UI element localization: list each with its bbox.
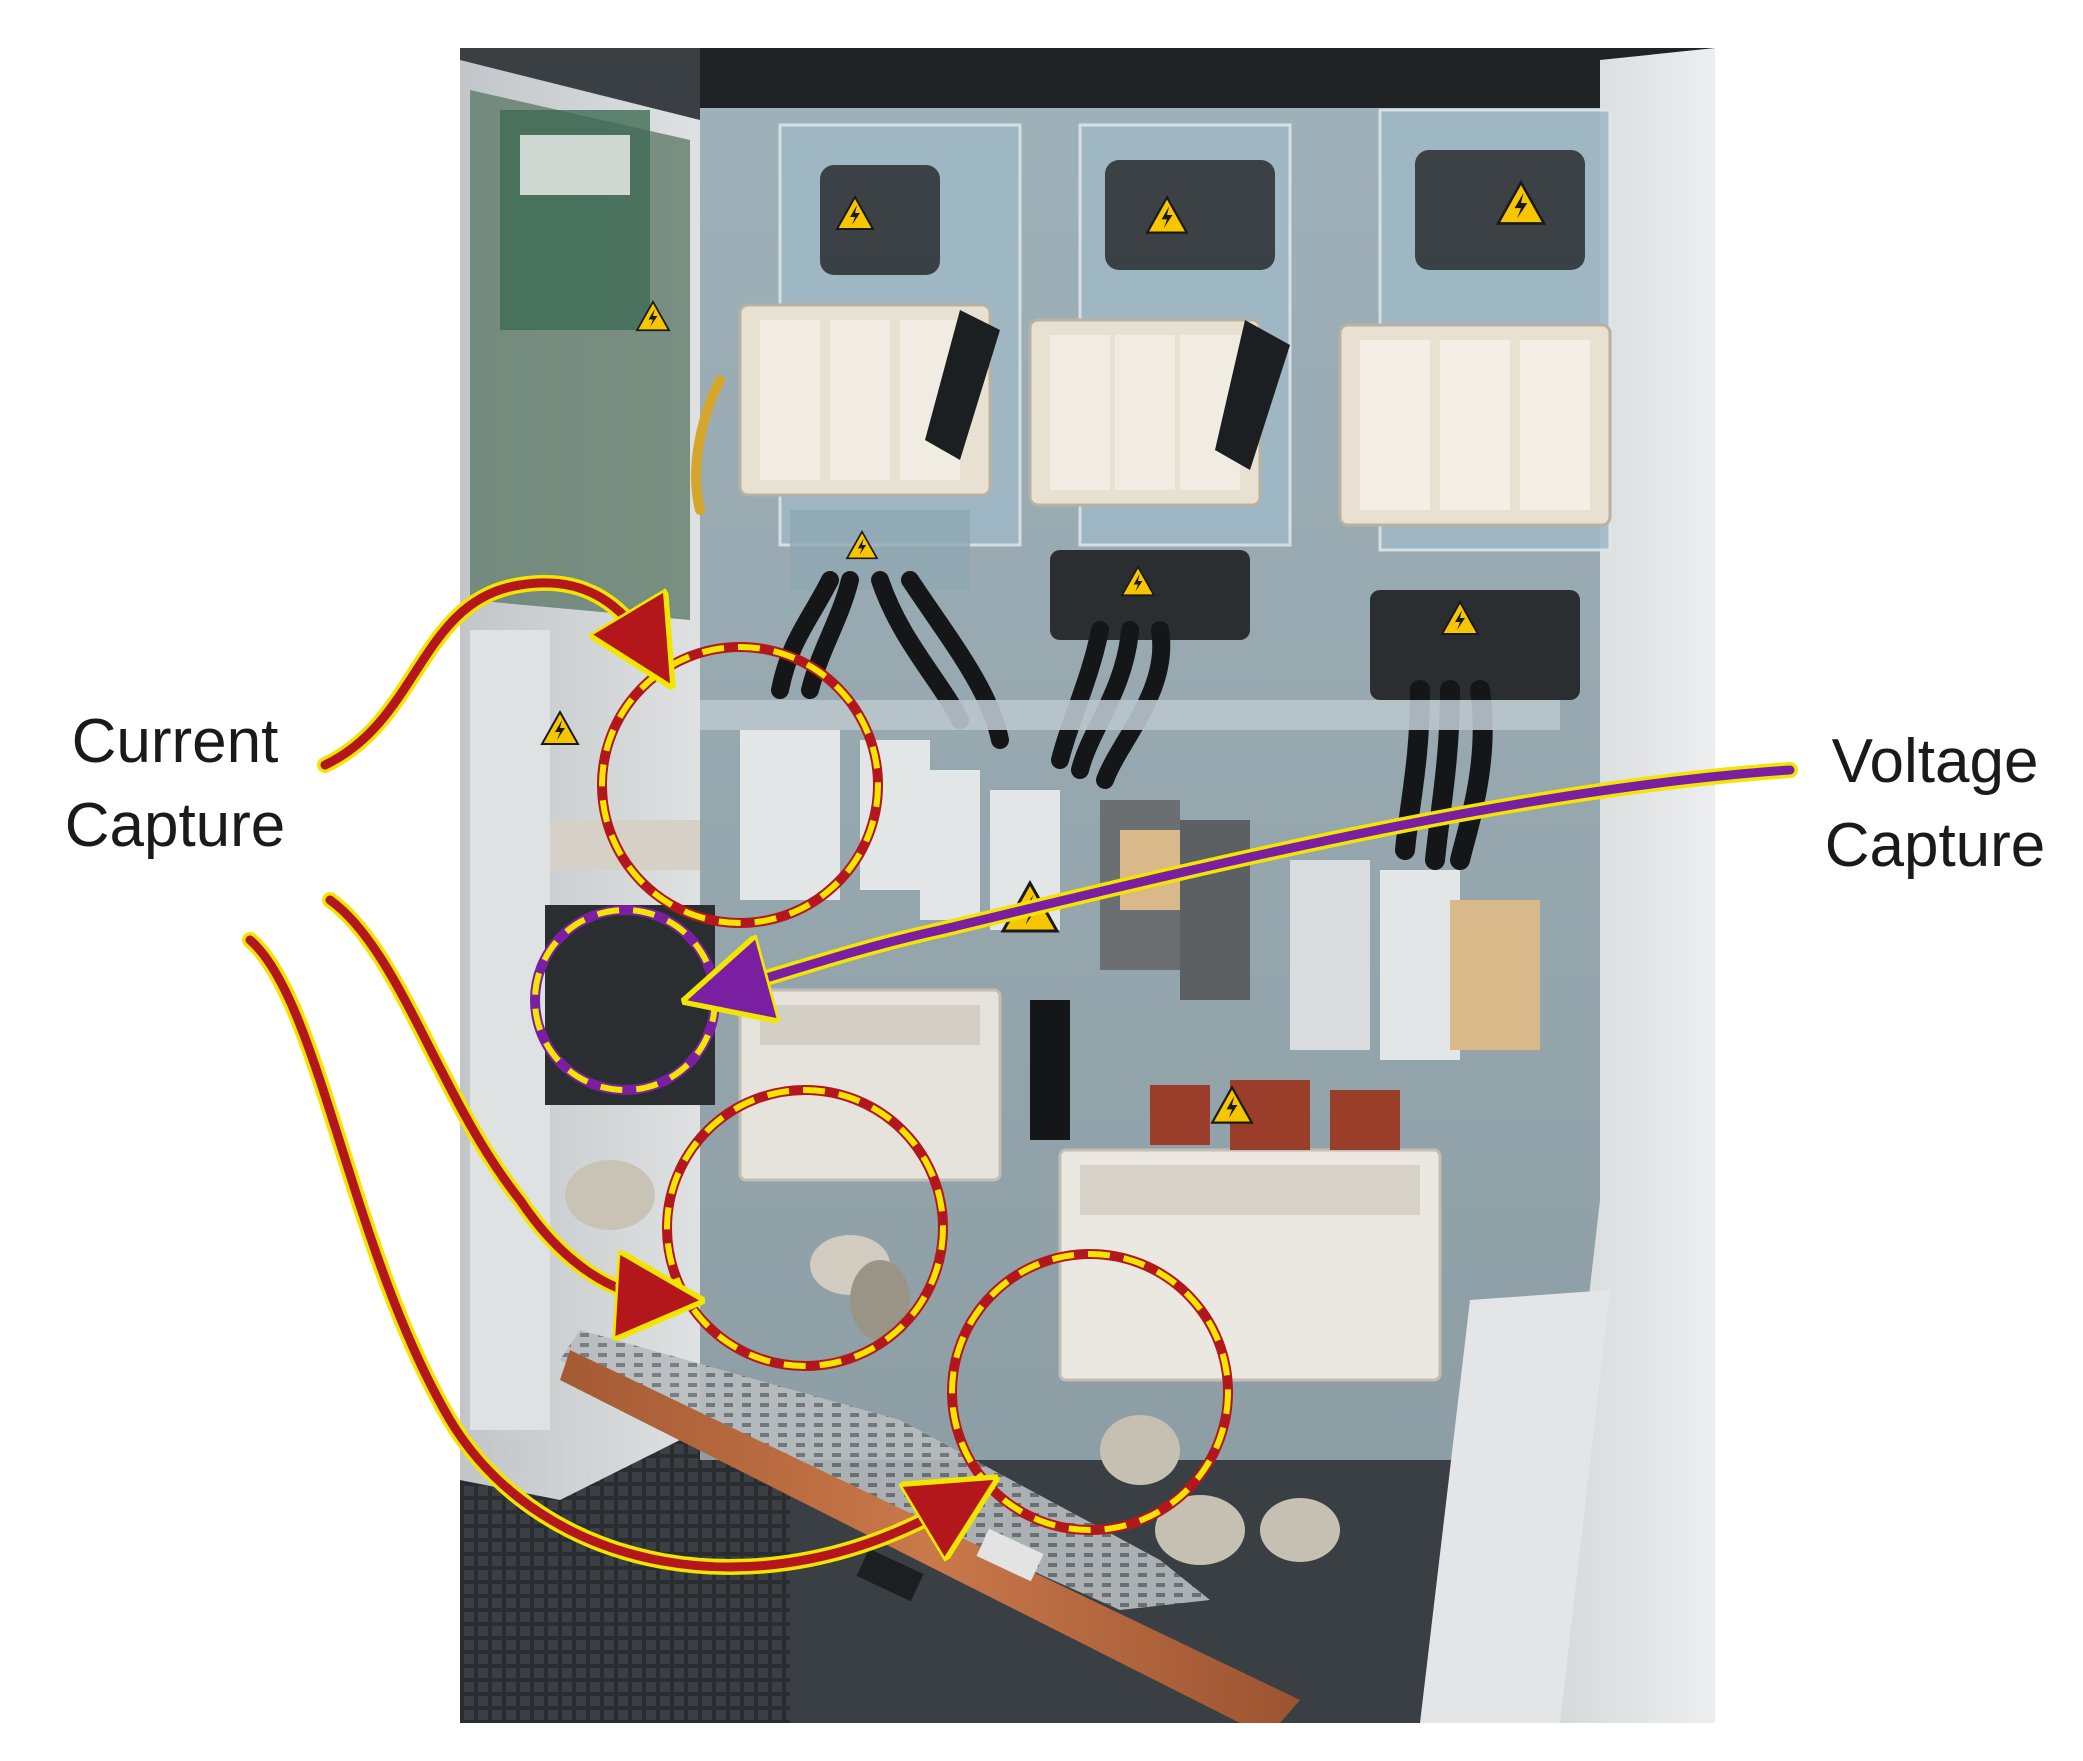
insulators — [565, 1160, 1340, 1565]
current-capture-circle-1 — [597, 642, 883, 928]
current-capture-circle-2 — [662, 1085, 948, 1371]
current-capture-label: Current Capture — [30, 700, 320, 868]
photo-frame — [460, 48, 1715, 1723]
voltage-capture-label: Voltage Capture — [1790, 720, 2080, 888]
right-door — [1540, 48, 1715, 1723]
voltage-arrow — [725, 762, 1798, 990]
current-capture-line-1: Current — [71, 707, 279, 776]
voltage-capture-line-2: Capture — [1824, 811, 2046, 880]
current-arrow-3 — [242, 932, 960, 1575]
voltage-capture-line-1: Voltage — [1831, 727, 2039, 796]
middle-modules — [700, 700, 1560, 1060]
lower-breaker-units — [738, 988, 1442, 1382]
current-arrow-1 — [317, 574, 650, 773]
annotation-arrows — [242, 574, 1798, 1575]
capture-highlights — [530, 642, 1233, 1535]
fuse-switch-units — [738, 303, 1612, 527]
current-capture-line-2: Capture — [64, 791, 286, 860]
current-capture-circle-3 — [947, 1249, 1233, 1535]
current-arrow-2 — [322, 892, 660, 1298]
